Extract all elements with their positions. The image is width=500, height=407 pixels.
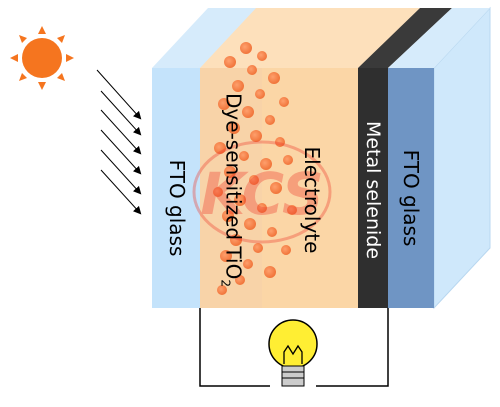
- label-dye-tio2-text: Dye-sensitized TiO: [221, 93, 246, 280]
- watermark-text: KCS: [200, 160, 324, 228]
- label-fto-glass-back: FTO glass: [399, 149, 423, 247]
- light-bulb-icon: [268, 319, 318, 387]
- sun-icon: [10, 26, 74, 90]
- fto-glass-front-layer: [152, 68, 202, 308]
- label-fto-glass-front: FTO glass: [165, 159, 189, 257]
- fto-glass-back-layer: [388, 68, 434, 308]
- tio2-particles: [213, 42, 297, 295]
- watermark: KCS: [192, 140, 332, 244]
- metal-selenide-layer: [358, 68, 388, 308]
- label-electrolyte: Electrolyte: [300, 146, 324, 254]
- light-rays: [96, 69, 142, 215]
- external-circuit: [199, 308, 389, 387]
- label-dye-tio2-subscript: 2: [218, 279, 233, 287]
- label-metal-selenide: Metal selenide: [362, 120, 384, 260]
- label-dye-tio2: Dye-sensitized TiO2: [219, 93, 246, 287]
- cell-3d-depth: [152, 6, 491, 310]
